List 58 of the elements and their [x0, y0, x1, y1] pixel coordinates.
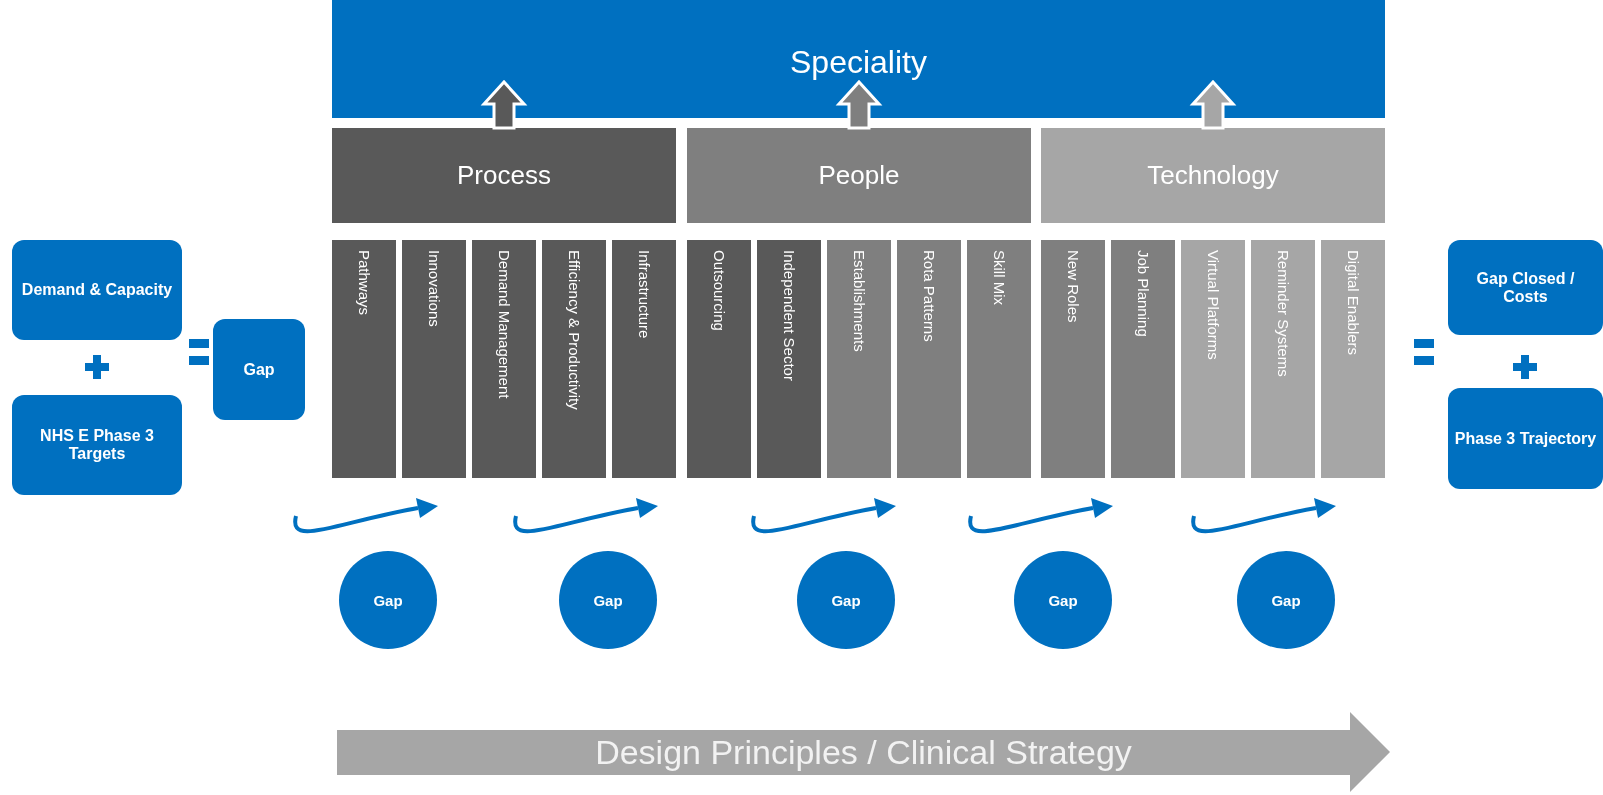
- lever-column: [1181, 240, 1245, 478]
- lever-column: [1321, 240, 1385, 478]
- category-header: [1041, 128, 1385, 223]
- lever-column: [402, 240, 466, 478]
- gap-box: [213, 319, 305, 420]
- column-label: Skill Mix: [990, 250, 1008, 305]
- lever-column: [332, 240, 396, 478]
- column-label: Virtual Platforms: [1204, 250, 1222, 360]
- column-label: Establishments: [850, 250, 868, 352]
- column-label: New Roles: [1064, 250, 1082, 323]
- banner: [332, 0, 1385, 118]
- lever-column: [687, 240, 751, 478]
- box-label: Gap Closed / Costs: [1475, 269, 1576, 306]
- box-label: NHS E Phase 3 Targets: [39, 427, 155, 463]
- box-label: Demand & Capacity: [20, 281, 174, 299]
- category-header: [687, 128, 1031, 223]
- lever-column: [827, 240, 891, 478]
- column-label: Rota Patterns: [920, 250, 938, 342]
- input-box: [12, 395, 182, 495]
- box-label: Gap: [242, 360, 276, 379]
- column-label: Reminder Systems: [1274, 250, 1292, 377]
- circle-label: Gap: [830, 591, 862, 609]
- lever-column: [757, 240, 821, 478]
- lever-column: [967, 240, 1031, 478]
- lever-column: [1111, 240, 1175, 478]
- strategy-arrow: [337, 712, 1390, 792]
- box-label: Phase 3 Trajectory: [1453, 429, 1598, 448]
- input-box: [12, 240, 182, 340]
- lever-column: [542, 240, 606, 478]
- circle-label: Gap: [1047, 591, 1079, 609]
- column-label: Pathways: [355, 250, 373, 316]
- column-label: Innovations: [425, 250, 443, 327]
- column-label: Outsourcing: [710, 250, 728, 331]
- column-label: Independent Sector: [780, 250, 798, 381]
- block-arrow: [835, 79, 883, 130]
- lever-column: [1041, 240, 1105, 478]
- column-label: Job Planning: [1134, 250, 1152, 337]
- circle-label: Gap: [1270, 591, 1302, 609]
- banner-title: Speciality: [789, 44, 928, 81]
- column-label: Infrastructure: [635, 250, 653, 339]
- circle-label: Gap: [592, 591, 624, 609]
- column-label: Digital Enablers: [1344, 250, 1362, 356]
- lever-column: [472, 240, 536, 478]
- lever-column: [897, 240, 961, 478]
- circle-label: Gap: [372, 591, 404, 609]
- column-label: Efficiency & Productivity: [565, 250, 583, 410]
- block-arrow: [480, 79, 528, 130]
- category-header: [332, 128, 676, 223]
- header-title: Technology: [1146, 160, 1280, 191]
- block-arrow: [1189, 79, 1237, 130]
- outcome-box: [1448, 388, 1603, 489]
- lever-column: [612, 240, 676, 478]
- lever-column: [1251, 240, 1315, 478]
- outcome-box: [1448, 240, 1603, 335]
- header-title: People: [817, 160, 901, 191]
- arrow-label: Design Principles / Clinical Strategy: [594, 732, 1133, 772]
- header-title: Process: [456, 160, 552, 191]
- column-label: Demand Management: [495, 250, 513, 399]
